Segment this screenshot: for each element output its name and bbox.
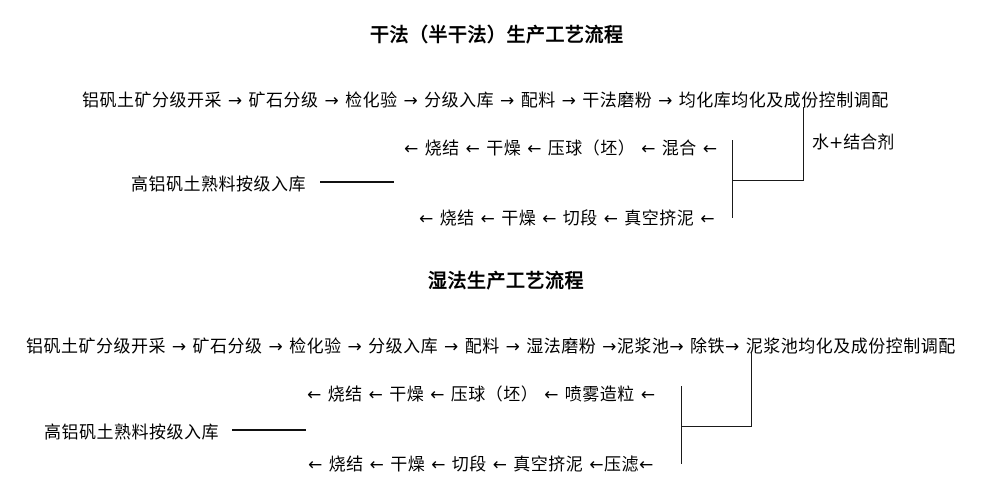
wet-process-row-1: 铝矾土矿分级开采 → 矿石分级 → 检化验 → 分级入库 → 配料 → 湿法磨粉… — [26, 337, 956, 357]
wet-process-row-4: ← 烧结 ← 干燥 ← 切段 ← 真空挤泥 ←压滤← — [308, 455, 654, 475]
wet-process-title: 湿法生产工艺流程 — [428, 270, 585, 292]
wet-connector-left-vertical — [681, 386, 682, 464]
wet-process-row-3: 高铝矾土熟料按级入库 — [44, 423, 219, 443]
wet-process-row-2: ← 烧结 ← 干燥 ← 压球（坯） ← 喷雾造粒 ← — [307, 385, 656, 405]
wet-connector-right-vertical — [751, 353, 752, 427]
dry-process-row-1: 铝矾土矿分级开采 → 矿石分级 → 检化验 → 分级入库 → 配料 → 干法磨粉… — [82, 91, 889, 111]
dry-process-additive-note: 水+结合剂 — [812, 133, 895, 153]
dry-process-output-leader-line — [320, 181, 394, 183]
dry-process-title: 干法（半干法）生产工艺流程 — [370, 24, 624, 46]
wet-process-output-leader-line — [232, 429, 306, 431]
dry-process-row-2: ← 烧结 ← 干燥 ← 压球（坯） ← 混合 ← — [404, 139, 718, 159]
dry-connector-right-vertical — [803, 107, 804, 181]
dry-process-row-4: ← 烧结 ← 干燥 ← 切段 ← 真空挤泥 ← — [419, 209, 715, 229]
dry-connector-left-vertical — [732, 140, 733, 218]
dry-process-row-3: 高铝矾土熟料按级入库 — [131, 175, 306, 195]
dry-connector-horizontal — [732, 180, 804, 181]
wet-connector-horizontal — [681, 426, 752, 427]
